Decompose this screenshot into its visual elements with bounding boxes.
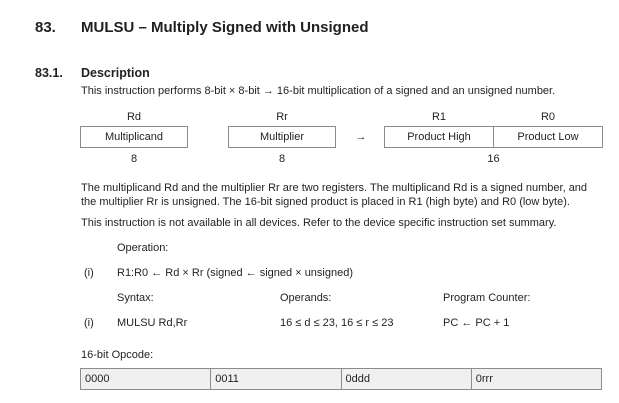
operands-header: Operands:	[280, 292, 332, 304]
program-counter-value: PC ← PC + 1	[443, 317, 510, 329]
width-rr: 8	[278, 153, 286, 165]
label-r1: R1	[431, 111, 447, 123]
opcode-cell: 0011	[211, 369, 342, 389]
operation-label: Operation:	[117, 242, 169, 254]
multiplicand-box: Multiplicand	[80, 126, 188, 148]
section-title: MULSU – Multiply Signed with Unsigned	[81, 19, 369, 36]
opcode-cell: 0ddd	[342, 369, 472, 389]
operation-text: R1:R0 ← Rd × Rr (signed ← signed × unsig…	[117, 267, 354, 279]
multiplier-box: Multiplier	[228, 126, 336, 148]
syntax-index: (i)	[84, 317, 94, 329]
subsection-title: Description	[81, 66, 150, 80]
operands-value: 16 ≤ d ≤ 23, 16 ≤ r ≤ 23	[280, 317, 394, 329]
opcode-cell: 0000	[81, 369, 212, 389]
opcode-cell: 0rrr	[475, 373, 493, 385]
opcode-label: 16-bit Opcode:	[81, 349, 154, 361]
operation-index: (i)	[84, 267, 94, 279]
label-rr: Rr	[276, 111, 288, 123]
width-rd: 8	[130, 153, 138, 165]
section-number: 83.	[35, 19, 56, 36]
subsection-number: 83.1.	[35, 66, 63, 80]
opcode-table: 0000 0011 0ddd 0rrr	[80, 368, 602, 390]
program-counter-header: Program Counter:	[443, 292, 531, 304]
label-rd: Rd	[126, 111, 142, 123]
product-low-box: Product Low	[493, 126, 603, 148]
width-result: 16	[487, 153, 500, 165]
paragraph-line-2: the multiplier Rr is unsigned. The 16-bi…	[81, 196, 570, 208]
syntax-header: Syntax:	[117, 292, 154, 304]
label-r0: R0	[540, 111, 556, 123]
intro-text: This instruction performs 8-bit × 8-bit …	[81, 85, 556, 97]
syntax-value: MULSU Rd,Rr	[117, 317, 188, 329]
arrow-right-icon: →	[355, 131, 367, 143]
paragraph-line-1: The multiplicand Rd and the multiplier R…	[81, 182, 588, 194]
availability-note: This instruction is not available in all…	[81, 217, 557, 229]
product-high-box: Product High	[384, 126, 494, 148]
